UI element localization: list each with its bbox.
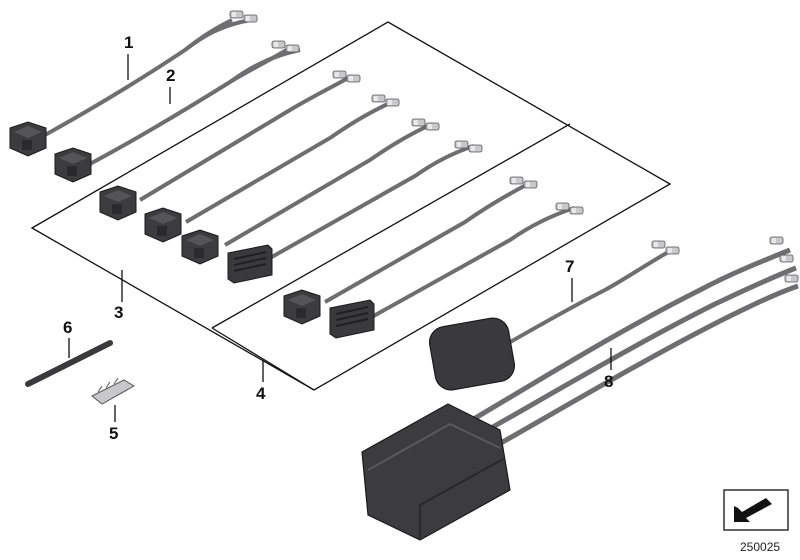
callout-5: 5 — [109, 424, 119, 443]
callout-3: 3 — [114, 303, 124, 322]
sensor-item-7 — [428, 240, 680, 391]
sleeve-item-6 — [25, 340, 113, 387]
cable-set-group-3 — [99, 70, 483, 284]
reference-number: 250025 — [740, 540, 781, 554]
leader-lines — [68, 54, 612, 422]
cable-item-2 — [54, 40, 301, 183]
group-frame-4 — [211, 123, 571, 329]
callout-8: 8 — [604, 372, 614, 391]
callout-2: 2 — [166, 66, 176, 85]
arrow-icon — [723, 489, 789, 531]
callout-7: 7 — [565, 257, 575, 276]
callout-6: 6 — [63, 318, 73, 337]
group-frame-3 — [30, 21, 672, 391]
terminal-item-5 — [91, 377, 135, 405]
callout-4: 4 — [256, 384, 266, 403]
harness-item-8 — [361, 236, 799, 541]
cable-set-group-4 — [283, 176, 584, 339]
cable-item-1 — [9, 10, 258, 157]
callout-1: 1 — [124, 33, 134, 52]
